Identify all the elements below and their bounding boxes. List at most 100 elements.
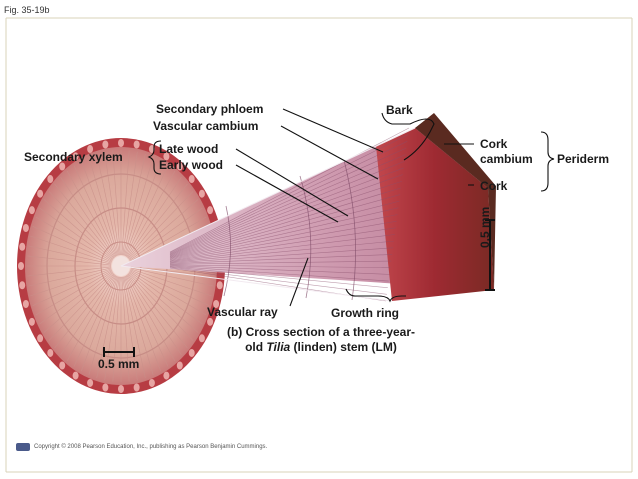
- stem-ray-line: [48, 272, 114, 341]
- wedge-edge-top: [120, 127, 416, 267]
- stem-ray-line: [129, 207, 203, 261]
- wedge-ray-line: [169, 160, 405, 256]
- stem-ray-line: [130, 267, 214, 287]
- bark-bump: [37, 189, 44, 198]
- stem-ray-line: [128, 272, 199, 333]
- stem-ray-line: [124, 156, 154, 256]
- caption-line-2: old Tilia (linden) stem (LM): [206, 340, 436, 355]
- stem-ray-line: [125, 165, 169, 257]
- bark-bump: [102, 140, 109, 149]
- leader-vascular-cambium: [280, 125, 379, 180]
- bark-bump: [22, 223, 29, 232]
- stem-ray-line: [104, 276, 120, 381]
- stem-ray-line: [30, 235, 112, 264]
- bark-bump: [28, 206, 35, 215]
- label-growth-ring: Growth ring: [331, 306, 399, 320]
- label-late-wood: Late wood: [159, 142, 219, 156]
- stem-ray-line: [124, 276, 154, 376]
- stem-ray-line: [96, 153, 119, 256]
- wedge-ray-line: [169, 265, 390, 275]
- stem-ray-line: [88, 156, 118, 256]
- label-scale-left: 0.5 mm: [98, 357, 140, 371]
- stem-ray-line: [96, 276, 119, 379]
- label-bark: Bark: [386, 103, 413, 117]
- stem-ray-line: [104, 151, 120, 256]
- bark-bump: [198, 334, 205, 343]
- wedge-ray-line: [169, 167, 404, 256]
- bark-bump: [213, 300, 220, 309]
- stem-ray-line: [129, 270, 207, 316]
- bark-bump: [216, 281, 223, 290]
- publisher-logo: [16, 443, 30, 451]
- wedge-ray-line: [169, 134, 409, 253]
- wedge-ray-line: [169, 207, 399, 260]
- bark-bump: [87, 378, 94, 387]
- wedge-growth-ring-3: [343, 159, 356, 301]
- bark-bump: [47, 348, 54, 357]
- caption-line-2-prefix: old: [245, 340, 267, 354]
- scale-bar-left: [103, 347, 135, 357]
- label-early-wood: Early wood: [159, 158, 224, 172]
- bark-bump: [188, 348, 195, 357]
- stem-ray-line: [130, 266, 215, 277]
- stem-ray-line: [32, 226, 112, 263]
- caption-line-1: (b) Cross section of a three-year-: [226, 325, 416, 339]
- bark-bump: [163, 371, 170, 380]
- figure-caption: (b) Cross section of a three-year- old T…: [206, 325, 436, 355]
- stem-ray-line: [66, 170, 116, 258]
- wedge-ray-line: [169, 214, 398, 261]
- bark-bump: [176, 162, 183, 171]
- stem-ray-line: [125, 275, 169, 367]
- bark-bump: [72, 371, 79, 380]
- stem-ray-line: [43, 199, 114, 260]
- wedge-ray-line: [169, 154, 406, 255]
- bark-bump: [176, 361, 183, 370]
- wedge-ray-line: [169, 220, 397, 261]
- wedge-ray-line: [169, 260, 392, 265]
- stem-ray-line: [80, 275, 118, 372]
- leader-secondary-phloem: [282, 108, 384, 153]
- label-secondary-phloem: Secondary phloem: [156, 102, 264, 116]
- wedge-ray-line: [169, 200, 400, 260]
- stem-ray-line: [121, 276, 130, 382]
- label-cork-cambium-line2: cambium: [480, 152, 533, 166]
- bark-bump: [59, 162, 66, 171]
- stem-ray-line: [27, 266, 112, 277]
- bark-bump: [72, 152, 79, 161]
- wedge-cork: [415, 113, 496, 290]
- wedge-edge-bottom: [120, 265, 393, 302]
- stem-ray-line: [128, 199, 199, 260]
- bark-bump: [28, 317, 35, 326]
- bark-bump: [188, 175, 195, 184]
- stem-ray-line: [28, 245, 112, 265]
- bark-bump: [163, 152, 170, 161]
- stem-ray-line: [130, 268, 212, 297]
- stem-ray-line: [122, 151, 138, 256]
- wedge-ray-line: [169, 240, 394, 263]
- bark-bump: [207, 317, 214, 326]
- label-secondary-xylem: Secondary xylem: [24, 150, 123, 164]
- growth-ring-bracket: [345, 288, 406, 303]
- stem-ray-line: [129, 216, 207, 262]
- bark-bump: [59, 361, 66, 370]
- stem-ray-line: [123, 153, 146, 256]
- stem-ray-line: [35, 216, 113, 262]
- stem-ray-line: [39, 207, 113, 261]
- wedge-ray-line: [169, 147, 407, 255]
- stem-ray-line: [27, 255, 112, 266]
- label-cork: Cork: [480, 179, 508, 193]
- figure-number: Fig. 35-19b: [4, 5, 50, 15]
- bark-bump: [19, 242, 26, 251]
- label-scale-right: 0.5 mm: [478, 206, 492, 248]
- label-periderm: Periderm: [557, 152, 610, 166]
- leader-early-wood: [235, 164, 339, 223]
- wedge-bark: [376, 128, 494, 301]
- stem-ray-line: [54, 273, 115, 349]
- label-vascular-cambium: Vascular cambium: [153, 119, 259, 133]
- wedge-ray-line: [169, 141, 408, 254]
- wedge-ray-line: [169, 127, 410, 253]
- copyright-notice: Copyright © 2008 Pearson Education, Inc.…: [34, 444, 268, 450]
- stem-ray-line: [30, 268, 112, 297]
- stem-ray-line: [80, 160, 118, 257]
